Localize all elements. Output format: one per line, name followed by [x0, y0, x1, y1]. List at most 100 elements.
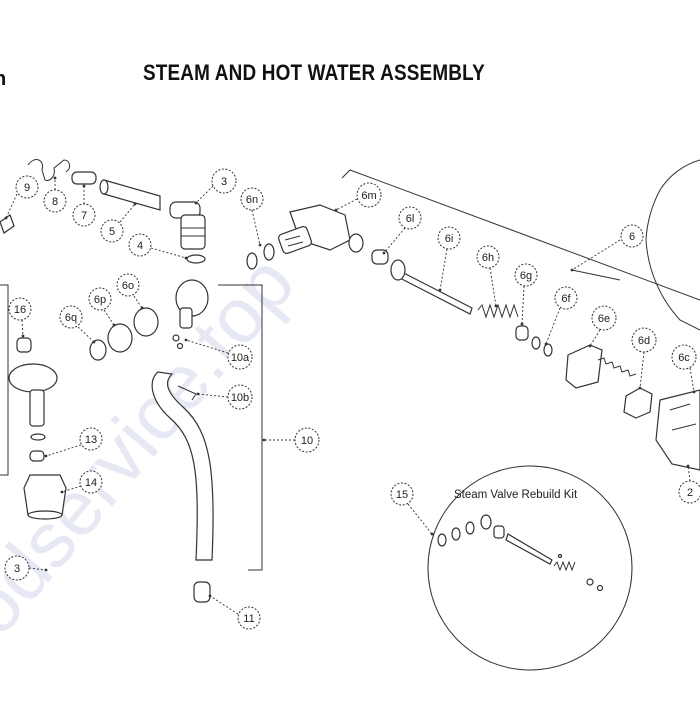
left-assembly-bracket	[0, 284, 9, 476]
part-6q-ring	[89, 339, 107, 361]
part-6h-spring	[477, 303, 519, 319]
part-3-connector	[169, 201, 206, 250]
callout-leader-6o	[133, 295, 143, 309]
callout-10: 10	[262, 427, 320, 453]
callout-14: 14	[60, 470, 103, 494]
callout-arrowhead-10a	[184, 338, 188, 342]
callout-arrowhead-6o	[140, 306, 144, 310]
callout-6m: 6m	[334, 182, 382, 212]
callout-6f: 6f	[544, 286, 578, 346]
callout-label-6p: 6p	[94, 294, 106, 306]
callout-8: 8	[43, 176, 67, 213]
part-left-fitting	[8, 363, 58, 427]
callout-leader-11	[209, 595, 239, 615]
callout-label-10b: 10b	[231, 392, 249, 404]
callout-circle-10a	[227, 344, 253, 370]
callout-label-16: 16	[14, 304, 26, 316]
callout-leader-5	[119, 203, 136, 223]
part-10b-clip	[177, 385, 197, 401]
callout-5: 5	[100, 202, 137, 243]
part-7-pin	[71, 171, 97, 185]
callout-arrowhead-6p	[112, 323, 116, 327]
callout-circle-5	[100, 219, 124, 243]
callout-label-15: 15	[396, 489, 408, 501]
callout-circle-6l	[398, 206, 422, 230]
rebuild-kit-circle	[427, 465, 633, 671]
part-6e-fitting	[565, 344, 637, 389]
callout-arrowhead-6i	[438, 288, 442, 292]
part-4-oring	[186, 254, 206, 264]
callout-circle-15	[390, 482, 414, 506]
part-6n-orings	[246, 243, 275, 270]
callout-circle-6p	[88, 287, 112, 311]
part-8-hook	[27, 159, 71, 181]
callout-15: 15	[390, 482, 434, 536]
callout-circle-6i	[437, 226, 461, 250]
callout-leader-14	[61, 485, 82, 493]
callout-leader-15	[407, 503, 433, 535]
assembly-10-bracket	[218, 284, 263, 571]
callout-arrowhead-10	[262, 438, 266, 442]
callout-leader-4	[150, 247, 187, 259]
callout-arrowhead-6f	[544, 342, 548, 346]
callout-leader-10a	[185, 339, 229, 354]
callout-circle-3-top	[211, 168, 237, 194]
kit-parts	[437, 514, 604, 592]
callout-circle-6c	[671, 344, 697, 370]
callout-label-4: 4	[137, 240, 143, 252]
callout-leader-6n	[251, 209, 261, 246]
callout-arrowhead-4	[184, 256, 188, 260]
callout-arrowhead-3-top	[194, 201, 198, 205]
callout-arrowhead-13	[44, 454, 48, 458]
callout-circle-6	[620, 224, 644, 248]
callout-label-6d: 6d	[638, 335, 650, 347]
callout-4: 4	[128, 233, 188, 260]
callout-leader-3-top	[195, 185, 214, 204]
callout-circle-13	[79, 427, 103, 451]
callout-label-13: 13	[85, 434, 97, 446]
callout-6o: 6o	[116, 273, 144, 310]
callout-label-6l: 6l	[406, 213, 415, 225]
callout-6h: 6h	[476, 245, 500, 308]
callout-6: 6	[570, 224, 644, 272]
callout-arrowhead-6l	[382, 251, 386, 255]
part-2-knob	[655, 389, 700, 471]
part-6g-washer	[515, 325, 529, 341]
callout-circle-6h	[476, 245, 500, 269]
callout-circle-8	[43, 189, 67, 213]
part-6p-washer	[107, 323, 133, 353]
callout-leader-16	[21, 319, 24, 337]
callout-circle-4	[128, 233, 152, 257]
callout-leader-6f	[545, 307, 561, 345]
callout-leader-6l	[383, 227, 406, 254]
callout-circle-2	[678, 480, 700, 504]
kit-label: Steam Valve Rebuild Kit	[454, 489, 578, 501]
callout-6e: 6e	[588, 305, 617, 348]
part-13-ring	[29, 450, 45, 462]
callout-arrowhead-6d	[638, 386, 642, 390]
callout-label-6f: 6f	[561, 293, 571, 305]
callout-arrowhead-6h	[494, 304, 498, 308]
callout-9: 9	[4, 175, 39, 220]
callout-13: 13	[44, 427, 103, 458]
callout-6c: 6c	[671, 344, 697, 394]
callout-3-top: 3	[194, 168, 237, 205]
callout-circle-16	[8, 297, 32, 321]
callout-6d: 6d	[631, 327, 657, 390]
callout-arrowhead-8	[53, 176, 57, 180]
part-16-insert	[16, 337, 32, 353]
callout-label-3-bottom: 3	[14, 563, 20, 575]
callout-circle-14	[79, 470, 103, 494]
callout-label-8: 8	[52, 196, 58, 208]
callout-label-6e: 6e	[598, 313, 610, 325]
callout-10a: 10a	[184, 338, 253, 370]
callout-2: 2	[678, 464, 700, 504]
callout-leader-6d	[639, 351, 645, 389]
callout-label-9: 9	[24, 182, 30, 194]
callout-circle-6d	[631, 327, 657, 353]
callout-arrowhead-6e	[588, 344, 592, 348]
callout-label-14: 14	[85, 477, 97, 489]
callout-arrowhead-9	[4, 216, 8, 220]
